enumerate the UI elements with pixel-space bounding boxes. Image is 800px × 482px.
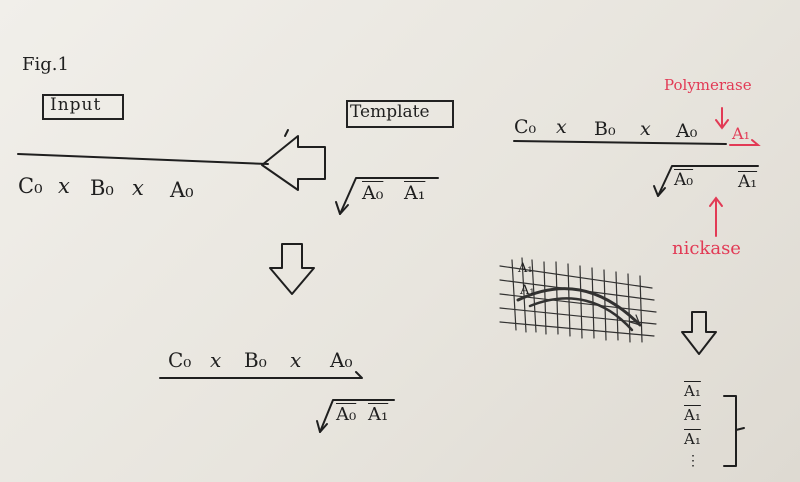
template-label: Template <box>350 102 430 122</box>
input-box <box>42 94 124 120</box>
input-seq-b0: B₀ <box>90 176 114 200</box>
top-seq-a0: A₀ <box>676 120 698 142</box>
top-seq-x1: x <box>556 116 567 138</box>
result-strand-line <box>159 371 363 379</box>
down-arrow <box>269 243 315 295</box>
result-seq-c0: C₀ <box>168 348 192 372</box>
input-label: Input <box>50 95 102 115</box>
input-seq-c0: C₀ <box>18 174 43 198</box>
result-template-a0: A₀ <box>336 404 357 425</box>
products-bracket <box>723 395 745 467</box>
polymerase-label: Polymerase <box>664 76 752 94</box>
top-strand-line <box>513 140 727 145</box>
input-seq-x2: x <box>132 176 144 200</box>
scribble-label-2: A₁ <box>520 283 535 298</box>
result-seq-x2: x <box>290 348 302 372</box>
product-a1-2: A₁ <box>684 406 701 424</box>
template-seq-a1: A₁ <box>404 182 426 204</box>
bottom-seq-a0: A₀ <box>674 170 694 190</box>
scribble-label-1: A₁ <box>518 261 533 276</box>
template-seq-a0: A₀ <box>362 182 384 204</box>
input-seq-a0: A₀ <box>170 178 194 202</box>
top-seq-b0: B₀ <box>594 118 616 140</box>
input-seq-x1: x <box>58 174 70 198</box>
template-strand-line <box>339 177 439 215</box>
bottom-seq-a1: A₁ <box>738 172 758 192</box>
amplification-scribble <box>499 257 657 343</box>
products-ellipsis: ⋮ <box>686 453 700 469</box>
top-seq-x2: x <box>640 118 651 140</box>
bottom-strand-line <box>657 165 759 197</box>
result-seq-x1: x <box>210 348 222 372</box>
result-seq-a0: A₀ <box>330 348 353 372</box>
new-strand-a1: A₁ <box>732 124 750 143</box>
new-strand-line <box>729 139 761 146</box>
result-template-line <box>319 399 395 433</box>
binding-arrow <box>261 135 326 191</box>
nickase-arrow <box>709 196 723 237</box>
top-seq-c0: C₀ <box>514 116 537 138</box>
polymerase-arrow <box>715 107 729 130</box>
nickase-label: nickase <box>672 238 741 259</box>
product-a1-3: A₁ <box>684 430 701 448</box>
result-seq-b0: B₀ <box>244 348 267 372</box>
result-template-a1: A₁ <box>368 404 389 425</box>
figure-label: Fig.1 <box>22 54 69 75</box>
template-box <box>346 100 454 128</box>
input-strand-line <box>17 153 269 165</box>
products-arrow <box>681 311 717 355</box>
product-a1-1: A₁ <box>684 382 701 400</box>
